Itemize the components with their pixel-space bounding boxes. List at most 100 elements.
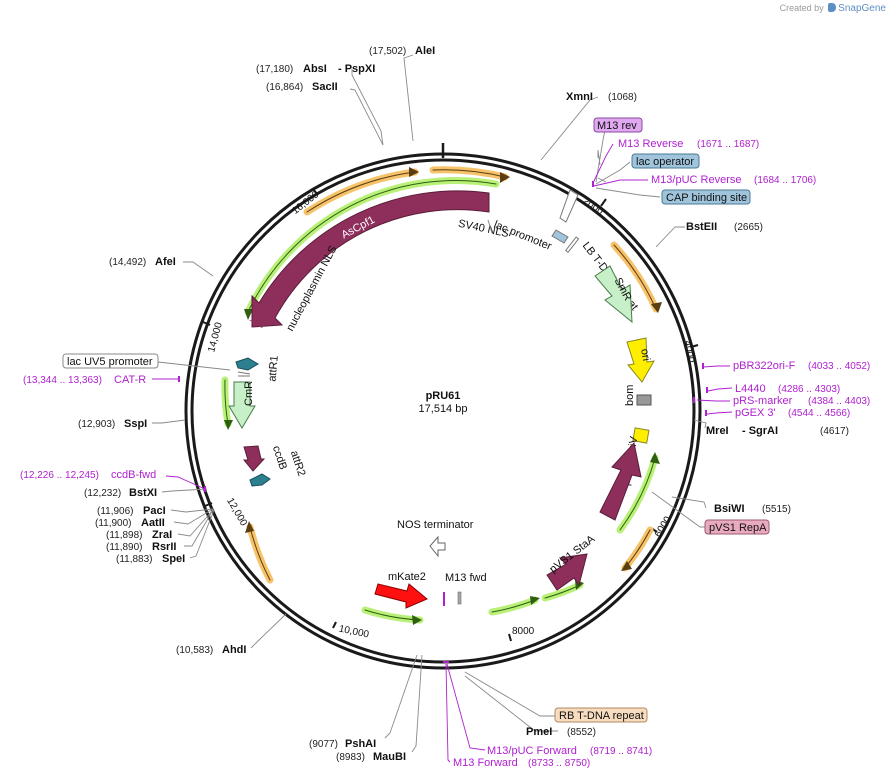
enzyme-pos-rsrii: (11,890) bbox=[106, 542, 143, 553]
tick-marks bbox=[202, 188, 699, 642]
feature-m13-fwd bbox=[443, 592, 445, 606]
enzyme-pshai[interactable]: PshAI bbox=[345, 738, 376, 750]
feature-pvs1-repa[interactable] bbox=[599, 441, 642, 521]
enzyme-rsrii[interactable]: RsrII bbox=[152, 541, 176, 553]
box-cap-binding-site[interactable] bbox=[661, 189, 751, 205]
enzyme-pos-bstxi: (12,232) bbox=[84, 488, 121, 499]
orf-arrowhead bbox=[412, 615, 422, 625]
box-label-rb-t-dna-repeat: RB T-DNA repeat bbox=[559, 710, 644, 722]
feature-label-nos-terminator: NOS terminator bbox=[397, 519, 474, 531]
primer-pgex-3[interactable]: pGEX 3' bbox=[735, 407, 776, 419]
feature-sv40-nls bbox=[487, 219, 493, 234]
enzyme-sspi[interactable]: SspI bbox=[124, 418, 147, 430]
box-rb-t-dna-repeat[interactable] bbox=[554, 707, 648, 723]
enzyme-pos-xmni: (1068) bbox=[608, 92, 637, 103]
enzyme-mrei[interactable]: MreI bbox=[706, 425, 729, 437]
enzyme-pos-sspi: (12,903) bbox=[78, 419, 115, 430]
enzyme-bsiwi[interactable]: BsiWI bbox=[714, 503, 745, 515]
feature-lac-promoter bbox=[551, 189, 579, 244]
orf-arrowhead bbox=[650, 452, 660, 464]
primer-m13-puc-reverse[interactable]: M13/pUC Reverse bbox=[651, 174, 741, 186]
primer-m13-puc-forward[interactable]: M13/pUC Forward bbox=[487, 745, 577, 757]
snapgene-credit: Created by SnapGene bbox=[780, 3, 886, 14]
primer-range-pgex-3: (4544 .. 4566) bbox=[788, 408, 850, 419]
orf-arrowhead bbox=[530, 596, 540, 605]
box-label-lac-operator: lac operator bbox=[636, 156, 694, 168]
feature-pvs1-oriv[interactable] bbox=[632, 427, 650, 444]
enzyme-pspxi[interactable]: - PspXI bbox=[338, 63, 375, 75]
feature-nos-terminator[interactable] bbox=[429, 535, 446, 558]
primer-range-prs-marker: (4384 .. 4403) bbox=[808, 396, 870, 407]
primer-range-m13-puc-forward: (8719 .. 8741) bbox=[590, 746, 652, 757]
primer-ccdb-fwd[interactable]: ccdB-fwd bbox=[111, 469, 156, 481]
enzyme-pos-absi: (17,180) bbox=[256, 64, 293, 75]
orf-arrowhead bbox=[621, 561, 632, 571]
enzyme-aatii[interactable]: AatII bbox=[141, 517, 165, 529]
orf-arrowhead bbox=[245, 521, 254, 533]
feature-label-cmr: CmR bbox=[243, 381, 255, 406]
box-label-cap-binding-site: CAP binding site bbox=[666, 192, 747, 204]
feature-attr1[interactable] bbox=[235, 357, 259, 371]
primer-m13-reverse[interactable]: M13 Reverse bbox=[618, 138, 683, 150]
enzyme-sacii[interactable]: SacII bbox=[312, 81, 338, 93]
primer-prs-marker[interactable]: pRS-marker bbox=[733, 395, 793, 407]
feature-ascpf1[interactable] bbox=[251, 190, 490, 328]
plasmid-size: 17,514 bp bbox=[419, 403, 468, 415]
feature-pvs1-staa[interactable] bbox=[546, 553, 588, 591]
box-lac-uv5-promoter[interactable] bbox=[62, 353, 159, 369]
enzyme-pos-bsteii: (2665) bbox=[734, 222, 763, 233]
primer-cat-r[interactable]: CAT-R bbox=[114, 374, 146, 386]
primer-pbr322ori-f[interactable]: pBR322ori-F bbox=[733, 360, 796, 372]
primer-range-m13-forward: (8733 .. 8750) bbox=[528, 758, 590, 769]
box-m13-rev[interactable] bbox=[593, 117, 643, 133]
orf-arrowhead bbox=[224, 420, 233, 430]
tick-label-10000: 10,000 bbox=[338, 624, 371, 641]
orf-arrowhead bbox=[500, 172, 510, 183]
enzyme-afei[interactable]: AfeI bbox=[155, 256, 176, 268]
plasmid-name: pRU61 bbox=[426, 390, 461, 402]
enzyme-maubi[interactable]: MauBI bbox=[373, 751, 406, 763]
enzyme-alei[interactable]: AleI bbox=[415, 45, 435, 57]
feature-marker bbox=[457, 591, 462, 605]
feature-attr2[interactable] bbox=[249, 473, 271, 487]
enzyme-zrai[interactable]: ZraI bbox=[152, 529, 172, 541]
enzyme-pos-maubi: (8983) bbox=[336, 752, 365, 763]
feature-label-bom: bom bbox=[624, 385, 636, 406]
feature-mkate2[interactable] bbox=[374, 583, 428, 609]
primer-range-l4440: (4286 .. 4303) bbox=[778, 384, 840, 395]
enzyme-sgrai[interactable]: - SgrAI bbox=[742, 425, 778, 437]
enzyme-spei[interactable]: SpeI bbox=[162, 553, 185, 565]
enzyme-paci[interactable]: PacI bbox=[143, 505, 166, 517]
box-lac-operator[interactable] bbox=[631, 153, 700, 169]
enzyme-pos-sacii: (16,864) bbox=[266, 82, 303, 93]
enzyme-absi[interactable]: AbsI bbox=[303, 63, 327, 75]
enzyme-pos-mrei: (4617) bbox=[820, 426, 849, 437]
enzyme-pos-bsiwi: (5515) bbox=[762, 504, 791, 515]
feature-smr[interactable] bbox=[594, 265, 633, 324]
enzyme-bstxi[interactable]: BstXI bbox=[129, 487, 157, 499]
snapgene-logo-icon bbox=[828, 3, 837, 12]
feature-ori[interactable] bbox=[626, 337, 655, 383]
primer-m13-forward[interactable]: M13 Forward bbox=[453, 757, 518, 769]
feature-nucleoplasmin-nls bbox=[249, 320, 266, 328]
orf-arrowhead bbox=[651, 302, 662, 313]
enzyme-xmni[interactable]: XmnI bbox=[566, 91, 593, 103]
enzyme-pos-ahdi: (10,583) bbox=[176, 645, 213, 656]
feature-label-ccdb: ccdB bbox=[270, 444, 289, 471]
enzyme-pmei[interactable]: PmeI bbox=[526, 726, 552, 738]
enzyme-pos-paci: (11,906) bbox=[97, 506, 134, 517]
primer-range-m13-puc-reverse: (1684 .. 1706) bbox=[754, 175, 816, 186]
box-pvs1-repa[interactable] bbox=[704, 519, 770, 535]
enzyme-pos-aatii: (11,900) bbox=[95, 518, 132, 529]
feature-label-m13-fwd: M13 fwd bbox=[445, 572, 487, 584]
feature-bom[interactable] bbox=[636, 394, 652, 406]
primer-l4440[interactable]: L4440 bbox=[735, 383, 766, 395]
primer-leaders bbox=[152, 143, 733, 763]
enzyme-bsteii[interactable]: BstEII bbox=[686, 221, 717, 233]
enzyme-pos-afei: (14,492) bbox=[109, 257, 146, 268]
enzyme-pos-pmei: (8552) bbox=[567, 727, 596, 738]
feature-lb-t-dna-repeat bbox=[564, 236, 580, 254]
feature-cmr[interactable] bbox=[228, 381, 256, 429]
feature-ccdb[interactable] bbox=[242, 445, 266, 472]
enzyme-ahdi[interactable]: AhdI bbox=[222, 644, 246, 656]
